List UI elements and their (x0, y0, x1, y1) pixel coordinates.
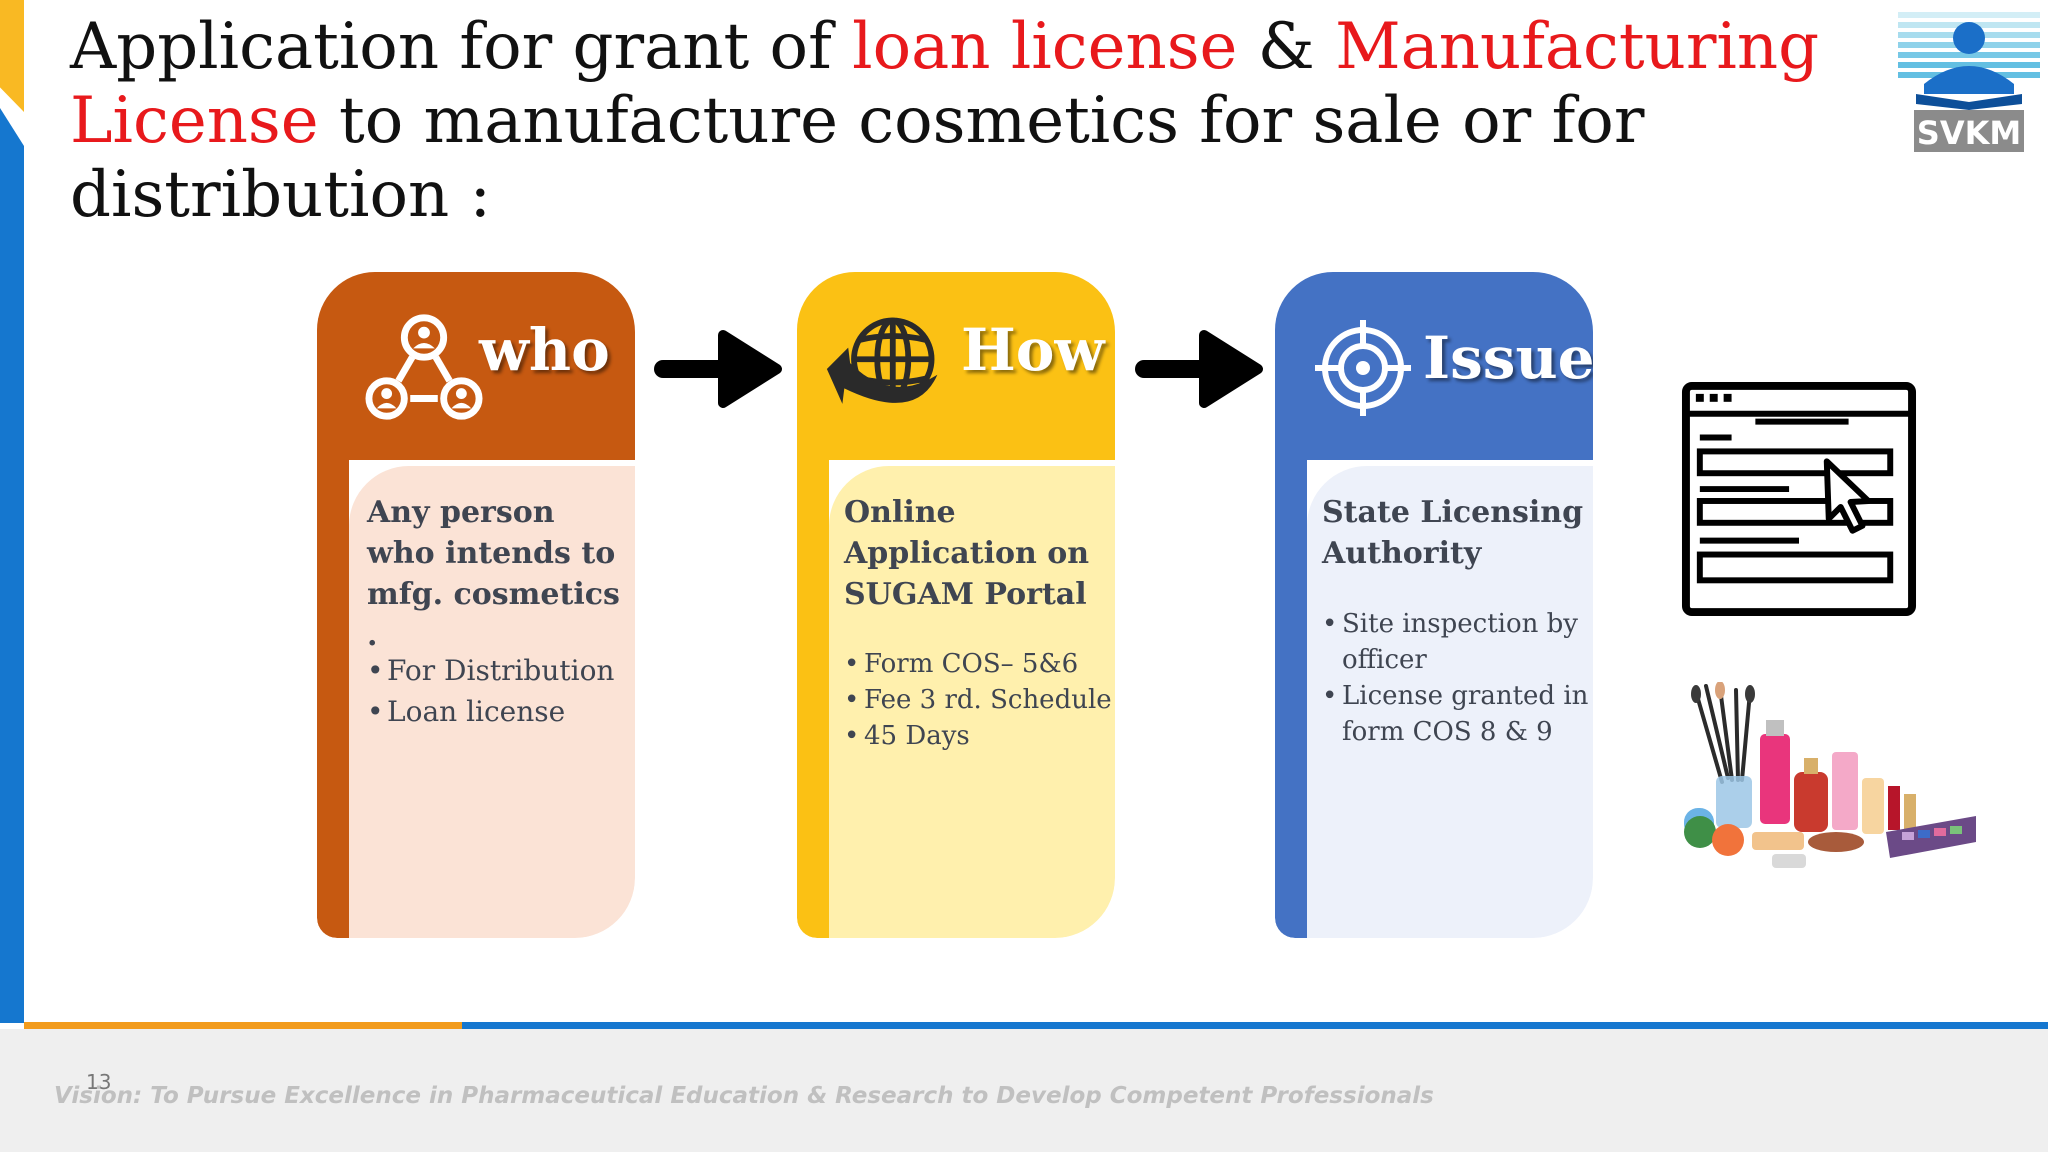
list-item: Fee 3 rd. Schedule (844, 682, 1115, 718)
list-item: Site inspection by officer (1322, 606, 1590, 678)
step-strip-how (797, 452, 829, 938)
step-header-who (317, 272, 635, 460)
step-title-who: who (479, 316, 610, 384)
step-card-who: who Any person who intends to mfg. cosme… (317, 272, 635, 938)
list-item: For Distribution (367, 650, 635, 691)
arrow-right-icon (654, 330, 782, 408)
step-card-how: How Online Application on SUGAM Portal F… (797, 272, 1115, 938)
svkm-logo-text: SVKM (1917, 114, 2021, 152)
title-text-3: to manufacture cosmetics for sale or for… (70, 84, 1645, 232)
left-accent-blue (0, 108, 24, 1023)
step-list-how: Form COS– 5&6 Fee 3 rd. Schedule 45 Days (844, 646, 1115, 754)
footer-band (0, 1029, 2048, 1152)
list-item: 45 Days (844, 718, 1115, 754)
title-text-2: & (1237, 10, 1336, 84)
cosmetics-image (1684, 682, 1976, 868)
step-main-issue: State Licensing Authority (1322, 495, 1584, 571)
page-number: 13 (86, 1070, 112, 1094)
title-highlight-loan-license: loan license (852, 10, 1238, 84)
online-form-icon (1681, 381, 1917, 617)
list-item: License granted in form COS 8 & 9 (1322, 678, 1590, 750)
globe-arrow-icon (826, 317, 938, 404)
step-strip-issue (1275, 452, 1307, 938)
title-text-1: Application for grant of (70, 10, 853, 84)
bottom-accent-blue (462, 1022, 2048, 1029)
step-list-issue: Site inspection by officer License grant… (1322, 606, 1590, 750)
step-title-how: How (961, 316, 1105, 384)
list-item: Loan license (367, 691, 635, 732)
footer-vision-text: Vision: To Pursue Excellence in Pharmace… (54, 1083, 1434, 1109)
list-item: Form COS– 5&6 (844, 646, 1115, 682)
title-highlight-manufacturing-license: Manufacturing License (70, 10, 1820, 158)
step-main-how: Online Application on SUGAM Portal (844, 495, 1090, 612)
step-card-issue: Issue State Licensing Authority Site ins… (1275, 272, 1593, 938)
svkm-logo: SVKM (1898, 12, 2040, 152)
bottom-accent-orange (24, 1022, 462, 1029)
people-network-icon (365, 314, 483, 420)
step-title-issue: Issue (1423, 324, 1593, 392)
arrow-right-icon (1135, 330, 1263, 408)
target-icon (1315, 320, 1411, 416)
slide-title: Application for grant of loan license & … (70, 10, 1890, 232)
step-strip-who (317, 452, 349, 938)
step-main-who: Any person who intends to mfg. cosmetics… (367, 495, 620, 653)
left-accent-yellow (0, 0, 24, 112)
step-list-who: For Distribution Loan license (367, 650, 635, 732)
